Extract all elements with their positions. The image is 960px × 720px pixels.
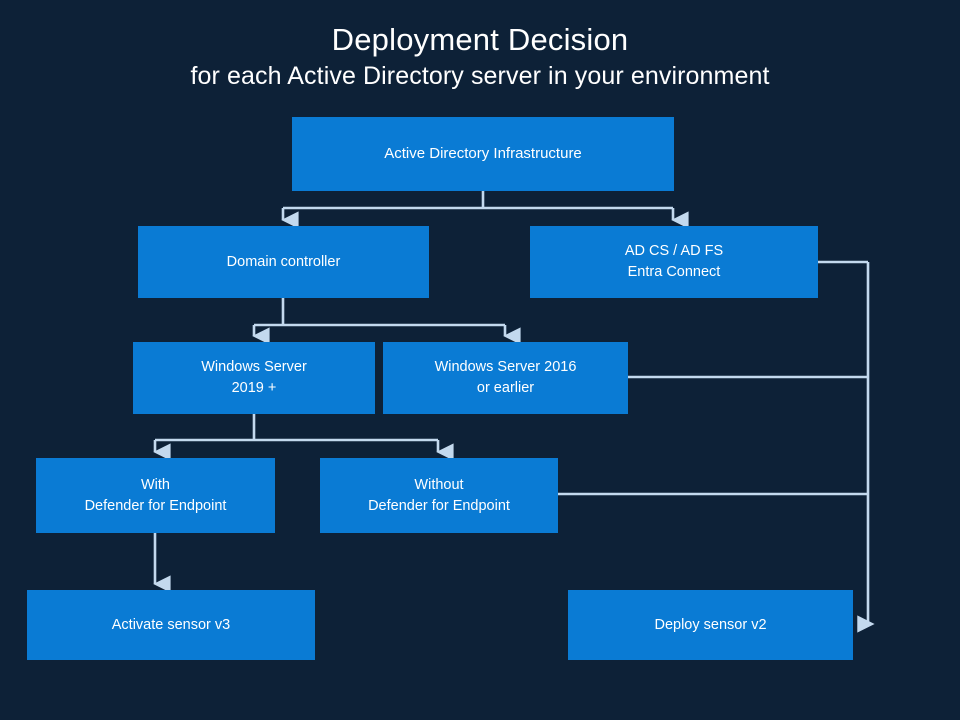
- node-adcs-adfs-entra-connect[interactable]: AD CS / AD FS Entra Connect: [530, 226, 818, 298]
- node-label: AD CS / AD FS Entra Connect: [624, 243, 724, 280]
- node-activate-sensor-v3[interactable]: Activate sensor v3: [27, 590, 315, 660]
- node-label: Domain controller: [226, 253, 341, 270]
- page-title: Deployment Decision for each Active Dire…: [0, 20, 960, 92]
- node-windows-server-2016-or-earlier[interactable]: Windows Server 2016 or earlier: [383, 342, 628, 414]
- title-subtitle: for each Active Directory server in your…: [190, 61, 770, 90]
- title-main: Deployment Decision: [331, 22, 629, 57]
- node-ad-infrastructure[interactable]: Active Directory Infrastructure: [292, 117, 674, 191]
- node-with-defender-for-endpoint[interactable]: With Defender for Endpoint: [36, 458, 275, 533]
- node-label: Windows Server 2019 +: [201, 359, 307, 396]
- node-label: Active Directory Infrastructure: [384, 145, 582, 163]
- node-deploy-sensor-v2[interactable]: Deploy sensor v2: [568, 590, 853, 660]
- node-label: Deploy sensor v2: [654, 616, 767, 633]
- node-label: With Defender for Endpoint: [84, 476, 227, 514]
- node-label: Activate sensor v3: [111, 616, 231, 633]
- node-domain-controller[interactable]: Domain controller: [138, 226, 429, 298]
- node-label: Without Defender for Endpoint: [368, 476, 510, 514]
- node-without-defender-for-endpoint[interactable]: Without Defender for Endpoint: [320, 458, 558, 533]
- node-windows-server-2019-plus[interactable]: Windows Server 2019 +: [133, 342, 375, 414]
- node-label: Windows Server 2016 or earlier: [434, 359, 577, 396]
